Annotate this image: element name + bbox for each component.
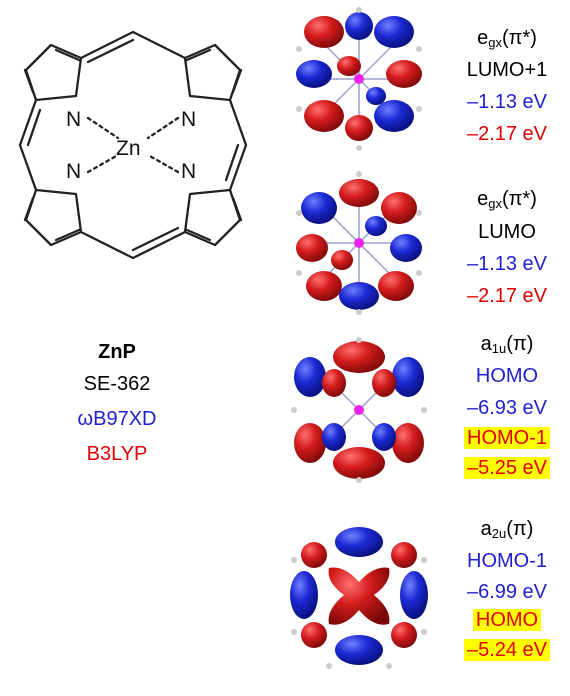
functional-wb97xd: ωB97XD — [77, 408, 157, 430]
orbital-name: LUMO — [478, 221, 536, 243]
energy-wb97xd: –6.93 eV — [466, 397, 548, 419]
orbital-name: LUMO+1 — [466, 59, 548, 81]
energy-b3lyp: –2.17 eV — [466, 123, 548, 145]
orbital-symmetry-label: a1u(π) — [480, 333, 534, 356]
molecule-id: SE-362 — [83, 373, 151, 395]
orbital-name-b3lyp: HOMO-1 — [448, 424, 566, 452]
orbital-a2u — [290, 527, 428, 669]
orbital-lumo-plus-1 — [296, 7, 422, 151]
zinc-label: Zn — [116, 137, 141, 160]
energy-wb97xd: –6.99 eV — [466, 581, 548, 603]
orbital-name-wb97xd: HOMO-1 — [467, 550, 547, 572]
nitrogen-label: N — [66, 160, 81, 183]
nitrogen-label: N — [181, 108, 196, 131]
zn-porphyrin-structure: N N N N Zn — [18, 30, 248, 260]
orbital-lumo — [296, 171, 422, 315]
energy-wb97xd: –1.13 eV — [466, 253, 548, 275]
orbital-symmetry-label: egx(π*) — [477, 188, 537, 211]
energy-b3lyp: –5.25 eV — [448, 454, 566, 482]
orbital-a1u — [291, 337, 427, 483]
energy-b3lyp: –2.17 eV — [466, 285, 548, 307]
nitrogen-label: N — [66, 108, 81, 131]
orbital-name-b3lyp: HOMO — [448, 606, 566, 634]
nitrogen-label: N — [181, 160, 196, 183]
molecule-name: ZnP — [98, 341, 136, 363]
energy-wb97xd: –1.13 eV — [466, 91, 548, 113]
orbital-symmetry-label: egx(π*) — [477, 27, 537, 50]
orbital-symmetry-label: a2u(π) — [480, 518, 534, 541]
energy-b3lyp: –5.24 eV — [448, 636, 566, 664]
functional-b3lyp: B3LYP — [86, 443, 148, 465]
orbital-name-wb97xd: HOMO — [475, 365, 539, 387]
